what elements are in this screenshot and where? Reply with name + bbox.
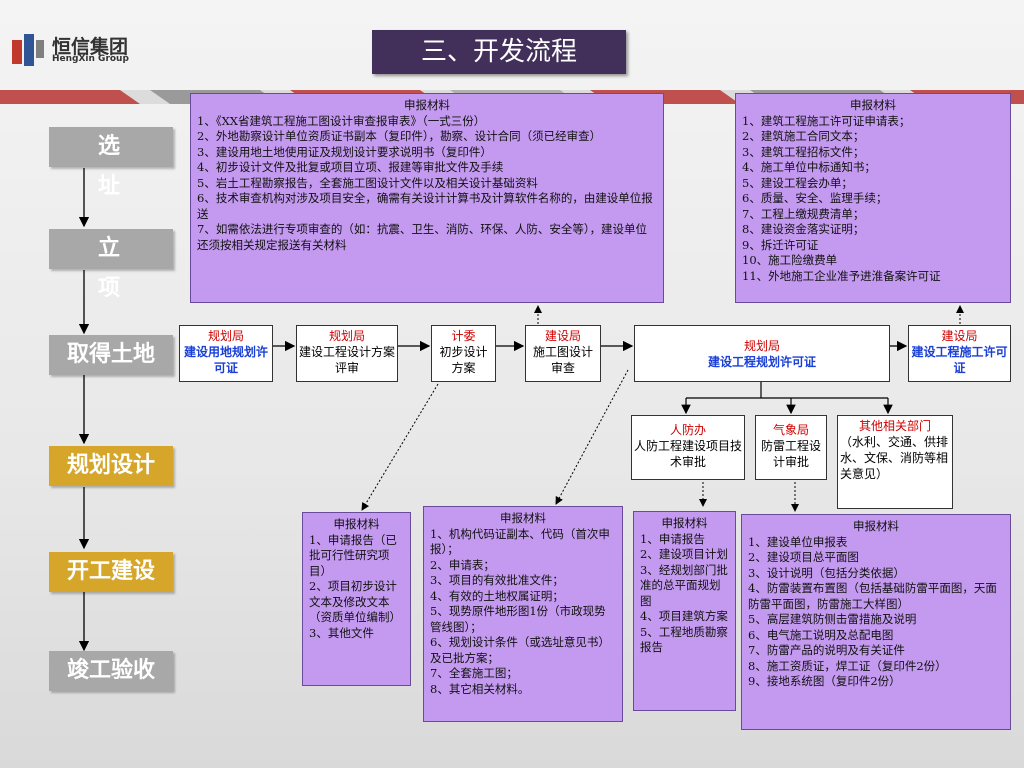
materials-top-right: 申报材料 1、建筑工程施工许可证申请表； 2、建筑施工合同文本； 3、建筑工程招… xyxy=(735,93,1011,303)
material-item: 5、现势原件地形图1份（市政现势管线图）； xyxy=(430,604,606,634)
material-item: 6、规划设计条件（或选址意见书）及已批方案； xyxy=(430,635,610,665)
flow-box-design-review: 规划局 建设工程设计方案评审 xyxy=(296,325,398,382)
materials-heading: 申报材料 xyxy=(850,98,896,112)
material-item: 8、施工资质证，焊工证（复印件2份） xyxy=(748,658,947,673)
material-item: 5、工程地质勘察报告 xyxy=(640,624,728,655)
sub-box-other-departments: 其他相关部门 （水利、交通、供排水、文保、消防等相关意见） xyxy=(837,415,953,509)
sub-box-agency: 气象局 xyxy=(772,423,809,437)
material-item: 4、防雷装置布置图（包括基础防雷平面图，天面防雷平面图，防雷施工大样图） xyxy=(748,581,997,611)
material-item: 2、项目初步设计文本及修改文本（资质单位编制） xyxy=(309,579,401,624)
material-item: 5、岩土工程勘察报告，全套施工图设计文件以及相关设计基础资料 xyxy=(197,175,538,190)
materials-bottom-2: 申报材料 1、机构代码证副本、代码（首次申报）； 2、申请表； 3、项目的有效批… xyxy=(423,506,623,722)
flow-box-agency: 规划局 xyxy=(207,329,244,343)
materials-heading: 申报材料 xyxy=(404,98,450,112)
stage-completion: 竣工验收 xyxy=(49,651,173,691)
dotted-arrow-bottom-1 xyxy=(361,383,439,511)
material-item: 6、技术审查机构对涉及项目安全，确需有关设计计算书及计算软件名称的，由建设单位报… xyxy=(197,191,653,221)
flow-box-label: 建设工程规划许可证 xyxy=(707,355,816,369)
material-item: 3、其他文件 xyxy=(309,625,374,640)
flow-box-label: 初步设计方案 xyxy=(439,345,488,375)
material-item: 2、建设项目计划 xyxy=(640,547,728,561)
material-item: 8、其它相关材料。 xyxy=(430,681,530,696)
sub-box-label: 防雷工程设计审批 xyxy=(760,439,821,469)
flow-box-land-use-permit: 规划局 建设用地规划许可证 xyxy=(179,325,273,382)
flow-box-label: 建设工程设计方案评审 xyxy=(299,345,396,375)
material-item: 3、建筑工程招标文件； xyxy=(742,144,865,159)
stage-construction: 开工建设 xyxy=(49,552,173,592)
material-item: 3、项目的有效批准文件； xyxy=(430,573,564,587)
flow-box-agency: 规划局 xyxy=(743,339,780,353)
logo-chinese-name: 恒信集团 xyxy=(52,36,129,58)
material-item: 3、设计说明（包括分类依据） xyxy=(748,565,905,580)
materials-heading: 申报材料 xyxy=(333,517,380,531)
sub-box-civil-defense: 人防办 人防工程建设项目技术审批 xyxy=(631,415,745,480)
stage-site-selection: 选址 xyxy=(49,127,173,199)
sub-box-agency: 人防办 xyxy=(669,423,706,437)
material-item: 1、申请报告 xyxy=(640,531,705,546)
material-item: 7、工程上缴规费清单； xyxy=(742,206,865,221)
sub-box-label: 人防工程建设项目技术审批 xyxy=(634,439,743,469)
dotted-arrow-bottom-2 xyxy=(555,369,629,505)
material-item: 4、项目建筑方案 xyxy=(640,609,728,623)
material-item: 4、施工单位中标通知书； xyxy=(742,160,876,174)
materials-bottom-3: 申报材料 1、申请报告 2、建设项目计划 3、经规划部门批准的总平面规划图 4、… xyxy=(633,511,736,711)
material-item: 3、经规划部门批准的总平面规划图 xyxy=(640,562,728,608)
material-item: 9、接地系统图（复印件2份） xyxy=(748,674,901,688)
flow-box-agency: 建设局 xyxy=(941,329,978,343)
flow-box-drawing-review: 建设局 施工图设计审查 xyxy=(525,325,601,382)
material-item: 1、《XX省建筑工程施工图设计审查报审表》（一式三份） xyxy=(197,113,486,128)
materials-heading: 申报材料 xyxy=(853,519,899,533)
hengxin-logo-icon xyxy=(12,34,44,66)
materials-heading: 申报材料 xyxy=(661,516,708,530)
material-item: 1、建设单位申报表 xyxy=(748,534,848,549)
flow-box-label: 施工图设计审查 xyxy=(532,345,593,375)
sub-box-lightning-protection: 气象局 防雷工程设计审批 xyxy=(755,415,827,480)
flow-box-agency: 建设局 xyxy=(544,329,581,343)
sub-box-agency: 其他相关部门 xyxy=(858,419,931,433)
material-item: 2、建设项目总平面图 xyxy=(748,550,859,564)
material-item: 2、外地勘察设计单位资质证书副本（复印件），勘察、设计合同（须已经审查） xyxy=(197,129,602,143)
material-item: 6、质量、安全、监理手续； xyxy=(742,191,888,205)
material-item: 4、初步设计文件及批复或项目立项、报建等审批文件及手续 xyxy=(197,160,504,174)
material-item: 11、外地施工企业准予进淮备案许可证 xyxy=(742,268,941,283)
stage-planning-design: 规划设计 xyxy=(49,446,173,486)
flow-box-label: 建设用地规划许可证 xyxy=(183,345,268,375)
material-item: 5、高层建筑防侧击雷措施及说明 xyxy=(748,612,917,626)
material-item: 1、申请报告（已批可行性研究项目） xyxy=(309,532,397,578)
material-item: 8、建设资金落实证明； xyxy=(742,222,865,236)
logo-english-name: HengXin Group xyxy=(52,54,129,64)
material-item: 7、全套施工图； xyxy=(430,666,518,680)
material-item: 9、拆迁许可证 xyxy=(742,237,819,252)
material-item: 2、申请表； xyxy=(430,557,495,572)
materials-bottom-1: 申报材料 1、申请报告（已批可行性研究项目） 2、项目初步设计文本及修改文本（资… xyxy=(302,512,411,686)
material-item: 6、电气施工说明及总配电图 xyxy=(748,627,894,642)
stage-project-approval: 立项 xyxy=(49,229,173,301)
stage-land-acquisition: 取得土地 xyxy=(49,335,173,375)
flow-box-construction-permit: 建设局 建设工程施工许可证 xyxy=(908,325,1011,382)
material-item: 7、防雷产品的说明及有关证件 xyxy=(748,643,905,657)
material-item: 2、建筑施工合同文本； xyxy=(742,129,865,143)
material-item: 1、机构代码证副本、代码（首次申报）； xyxy=(430,526,610,557)
material-item: 10、施工险缴费单 xyxy=(742,253,838,267)
flow-box-label: 建设工程施工许可证 xyxy=(911,345,1008,375)
materials-bottom-4: 申报材料 1、建设单位申报表 2、建设项目总平面图 3、设计说明（包括分类依据）… xyxy=(741,514,1011,730)
material-item: 7、如需依法进行专项审查的（如：抗震、卫生、消防、环保、人防、安全等），建设单位… xyxy=(197,222,648,252)
material-item: 5、建设工程会办单； xyxy=(742,175,853,190)
flow-box-preliminary-design: 计委 初步设计方案 xyxy=(431,325,496,382)
material-item: 1、建筑工程施工许可证申请表； xyxy=(742,113,911,128)
page-title: 三、开发流程 xyxy=(372,30,626,74)
company-logo: 恒信集团 HengXin Group xyxy=(10,30,170,70)
materials-heading: 申报材料 xyxy=(500,511,546,525)
sub-box-label: （水利、交通、供排水、文保、消防等相关意见） xyxy=(840,435,949,481)
materials-top-left: 申报材料 1、《XX省建筑工程施工图设计审查报审表》（一式三份） 2、外地勘察设… xyxy=(190,93,664,303)
flow-box-agency: 规划局 xyxy=(328,329,365,343)
material-item: 4、有效的土地权属证明； xyxy=(430,588,564,603)
material-item: 3、建设用地土地使用证及规划设计要求说明书（复印件） xyxy=(197,144,492,159)
flow-box-agency: 计委 xyxy=(451,329,476,343)
flow-box-planning-permit: 规划局 建设工程规划许可证 xyxy=(634,325,890,382)
